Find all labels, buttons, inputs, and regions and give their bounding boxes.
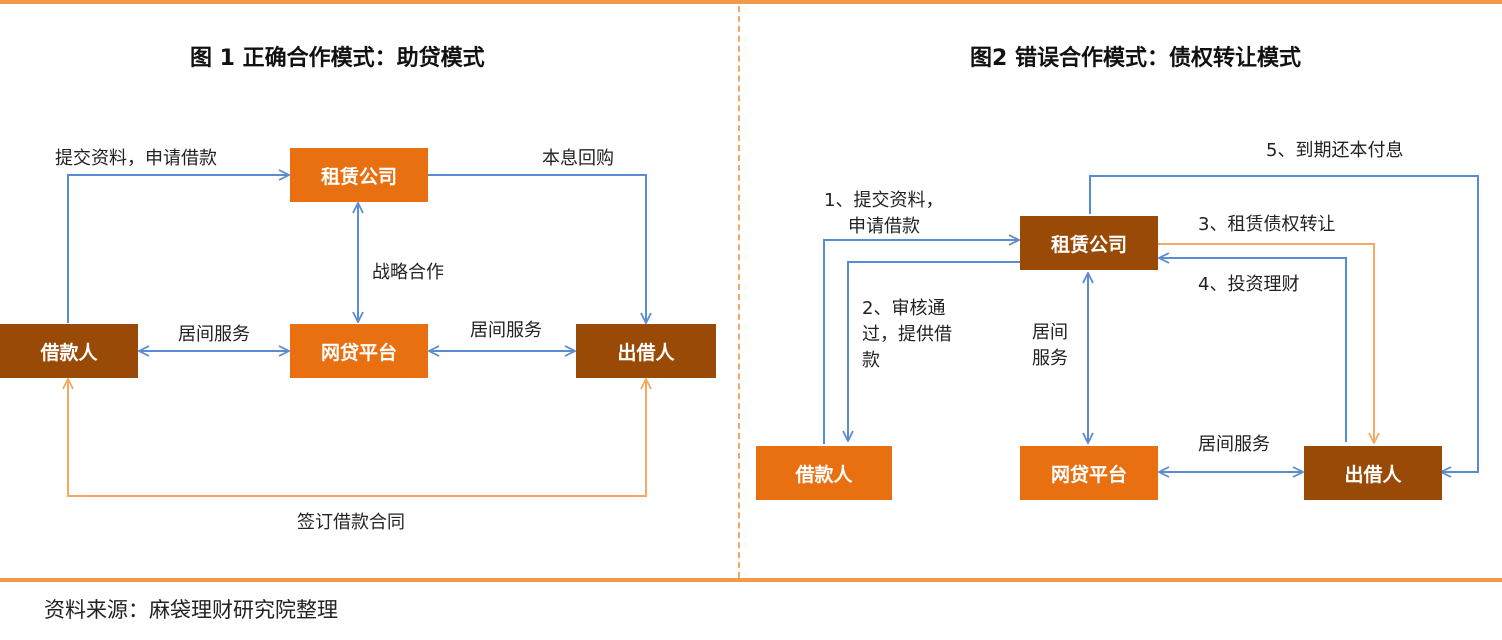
figure-divider: [738, 6, 740, 578]
arrow-step2: [848, 261, 1020, 440]
fig1-label-service-right: 居间服务: [470, 320, 542, 341]
fig2-label-step3: 3、租赁债权转让: [1198, 214, 1336, 235]
fig2-label-step1-line2: 申请借款: [848, 216, 920, 237]
fig2-label-step5: 5、到期还本付息: [1266, 140, 1404, 161]
fig1-label-strategic: 战略合作: [372, 262, 444, 283]
fig2-node-leasing: 租赁公司: [1020, 216, 1158, 270]
fig2-label-step4: 4、投资理财: [1198, 274, 1300, 295]
figure1-title: 图 1 正确合作模式：助贷模式: [190, 46, 485, 71]
bottom-accent-line: [0, 578, 1502, 582]
fig2-label-service-h: 居间服务: [1198, 434, 1270, 455]
fig2-node-borrower: 借款人: [756, 446, 892, 500]
fig2-label-step2-line1: 2、审核通: [862, 298, 946, 319]
figure2-title: 图2 错误合作模式：债权转让模式: [970, 46, 1301, 71]
fig2-label-service-v-line2: 服务: [1032, 348, 1068, 369]
fig2-label-service-v-line1: 居间: [1032, 322, 1068, 343]
fig1-node-lender: 出借人: [576, 324, 716, 378]
fig1-label-contract: 签订借款合同: [297, 512, 405, 533]
source-note: 资料来源：麻袋理财研究院整理: [44, 598, 338, 622]
arrow-submit-to-leasing: [67, 175, 288, 323]
fig1-label-service-left: 居间服务: [178, 324, 250, 345]
fig2-node-platform: 网贷平台: [1020, 446, 1158, 500]
arrow-step5: [1089, 175, 1479, 472]
arrow-step3: [1158, 243, 1374, 442]
arrow-step4: [1160, 258, 1347, 442]
top-accent-line: [0, 0, 1502, 4]
fig1-node-leasing: 租赁公司: [290, 148, 428, 202]
fig2-label-step1-line1: 1、提交资料，: [824, 190, 944, 211]
fig2-node-lender: 出借人: [1304, 446, 1442, 500]
fig1-label-submit: 提交资料，申请借款: [55, 148, 217, 169]
fig2-label-step2-line3: 款: [862, 350, 880, 371]
arrow-leasing-buyback-to-lender: [428, 174, 646, 322]
fig1-node-borrower: 借款人: [0, 324, 138, 378]
fig1-label-buyback: 本息回购: [542, 148, 614, 169]
fig2-label-step2-line2: 过，提供借: [862, 324, 952, 345]
arrow-contract: [68, 380, 646, 497]
arrow-step1: [823, 240, 1018, 444]
fig1-node-platform: 网贷平台: [290, 324, 428, 378]
